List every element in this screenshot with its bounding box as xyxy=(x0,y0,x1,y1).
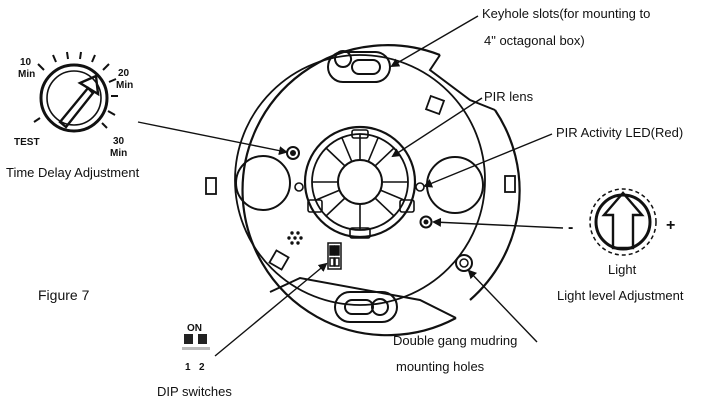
dip-on-label: ON xyxy=(187,323,202,334)
bottom-notch xyxy=(269,276,457,319)
vent-dots xyxy=(287,231,303,245)
dip-switch-block xyxy=(327,242,342,270)
light-level-pot-core xyxy=(423,219,429,225)
double-gang-hole-left xyxy=(235,155,291,211)
light-level-label: Light level Adjustment xyxy=(557,288,684,303)
dip-switch-inset: ON 1 2 xyxy=(178,316,216,373)
leader-dip xyxy=(214,262,328,357)
light-level-pot xyxy=(419,215,433,229)
outer-ring-arc xyxy=(241,44,457,337)
dip-switches-label: DIP switches xyxy=(157,384,232,399)
pir-lens xyxy=(303,125,417,239)
leader-pir-lens xyxy=(391,97,483,158)
dial-label-10-num: 10 xyxy=(20,57,32,68)
time-delay-dial xyxy=(33,51,118,133)
dial-label-20-num: 20 xyxy=(118,68,130,79)
leader-double-gang xyxy=(467,269,538,343)
dial-tick-marks xyxy=(33,51,118,129)
keyhole-label-line1: Keyhole slots(for mounting to xyxy=(482,6,650,21)
keyhole-label-line2: 4" octagonal box) xyxy=(484,33,585,48)
right-notch xyxy=(428,54,496,111)
leader-time-delay xyxy=(137,121,288,156)
outer-ring-arc-right xyxy=(469,109,521,301)
dial-arrow-icon xyxy=(58,74,100,129)
mount-tabs xyxy=(205,94,516,271)
mudring-hole-inner xyxy=(459,258,469,268)
dip-num-1: 1 xyxy=(185,362,191,373)
time-delay-pot-core xyxy=(290,150,296,156)
light-plus-label: + xyxy=(666,217,675,234)
pir-lens-label: PIR lens xyxy=(484,89,534,104)
figure-label: Figure 7 xyxy=(38,287,90,303)
double-gang-label-line2: mounting holes xyxy=(396,359,485,374)
dial-label-30-unit: Min xyxy=(110,148,127,159)
leader-lines xyxy=(137,15,564,357)
keyhole-slot-bottom xyxy=(334,291,398,323)
light-arrow-icon xyxy=(601,191,645,250)
leader-light-level xyxy=(432,217,564,229)
dial-label-test: TEST xyxy=(14,137,40,148)
light-label: Light xyxy=(608,262,637,277)
pir-led-label: PIR Activity LED(Red) xyxy=(556,125,683,140)
mudring-hole xyxy=(455,254,473,272)
screw-hole-right xyxy=(415,182,425,192)
double-gang-label-line1: Double gang mudring xyxy=(393,333,517,348)
leader-keyhole xyxy=(390,15,479,68)
light-level-dial xyxy=(589,188,657,256)
leader-pir-led xyxy=(423,133,553,188)
dip-num-2: 2 xyxy=(199,362,205,373)
dial-label-30-num: 30 xyxy=(113,136,125,147)
light-minus-label: - xyxy=(568,219,573,236)
sensor-housing xyxy=(234,44,521,337)
screw-hole-left xyxy=(294,182,304,192)
dial-label-10-unit: Min xyxy=(18,69,35,80)
time-delay-label: Time Delay Adjustment xyxy=(6,165,140,180)
keyhole-slot-top xyxy=(327,50,391,83)
dial-label-20-unit: Min xyxy=(116,80,133,91)
inner-plate xyxy=(234,54,486,306)
